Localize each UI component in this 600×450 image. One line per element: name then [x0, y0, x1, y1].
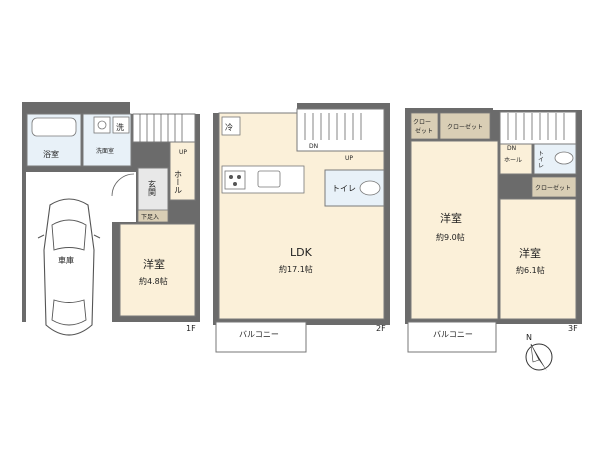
room1-size-3f: 約9.0帖 [436, 232, 465, 242]
floor-2f: 冷 DN UP トイレ LDK 約17.1帖 バルコニー 2F [213, 103, 390, 353]
stove-icon [224, 170, 246, 190]
hall [169, 141, 196, 201]
wash-mark: 洗 [116, 122, 124, 132]
bathtub-icon [31, 117, 77, 137]
ldk-size: 約17.1帖 [279, 264, 313, 274]
washroom-label: 洗面室 [96, 147, 114, 155]
shoe-box-label: 下足入 [141, 214, 159, 221]
toilet-label-2f: トイレ [332, 184, 356, 193]
floor-label-2f: 2F [376, 324, 386, 333]
car-icon [37, 198, 101, 336]
fridge-label: 冷 [225, 122, 233, 132]
compass-icon: N [525, 333, 553, 371]
washbasin-icon [112, 116, 130, 134]
room-western-1f [119, 223, 196, 317]
entrance-label: 玄関 [148, 179, 157, 197]
up-label-2f: UP [345, 155, 353, 162]
room-label-1f: 洋室 [143, 257, 165, 271]
fridge [221, 116, 241, 136]
balcony-2f [215, 321, 307, 353]
floor-3f: クロー ゼット クローゼット DN ホール トイレ クローゼット 洋室 約9.0… [405, 104, 582, 353]
hall-3f [499, 143, 533, 175]
dn-label-3f: DN [507, 145, 516, 152]
room-western-3f-2 [499, 198, 577, 320]
floor-1f: 浴室 洗面室 洗 UP ホール 玄関 下足入 車庫 洋室 約4.8帖 1F [22, 102, 200, 336]
staircase-2f [296, 108, 385, 152]
room-western-3f-1 [410, 140, 499, 320]
balcony-label-2f: バルコニー [239, 330, 279, 339]
balcony-label-3f: バルコニー [433, 330, 473, 339]
toilet-label-3f: トイレ [537, 150, 544, 168]
up-label-1f: UP [179, 149, 187, 156]
closet-label-3f: クローゼット [447, 123, 483, 131]
shoe-box [137, 209, 169, 223]
ldk-label: LDK [290, 246, 313, 259]
staircase [132, 113, 196, 143]
bath-label: 浴室 [43, 149, 59, 159]
floor-label-1f: 1F [186, 324, 196, 333]
closet2-label-3f: クローゼット [535, 184, 571, 192]
floor-label-3f: 3F [568, 324, 578, 333]
closet-3f [439, 112, 491, 140]
toilet-icon-3f [554, 151, 574, 165]
staircase-3f [499, 111, 577, 145]
toilet-icon [359, 180, 381, 196]
dn-label-2f: DN [309, 143, 318, 150]
closet-small-3f [410, 112, 439, 140]
balcony-3f [407, 321, 497, 353]
room-size-1f: 約4.8帖 [139, 276, 168, 286]
closet-small-label-2: ゼット [415, 127, 433, 135]
room1-label-3f: 洋室 [440, 211, 462, 225]
room2-size-3f: 約6.1帖 [516, 265, 545, 275]
garage-label: 車庫 [58, 255, 74, 265]
closet-small-label-1: クロー [413, 119, 431, 126]
compass-north-label: N [526, 333, 532, 342]
hall-label-1f: ホール [174, 170, 183, 194]
room2-label-3f: 洋室 [519, 246, 541, 260]
hall-label-3f: ホール [504, 157, 522, 164]
sink-icon [257, 170, 281, 188]
washing-machine-icon [93, 116, 111, 134]
closet-3f-2 [531, 176, 577, 198]
